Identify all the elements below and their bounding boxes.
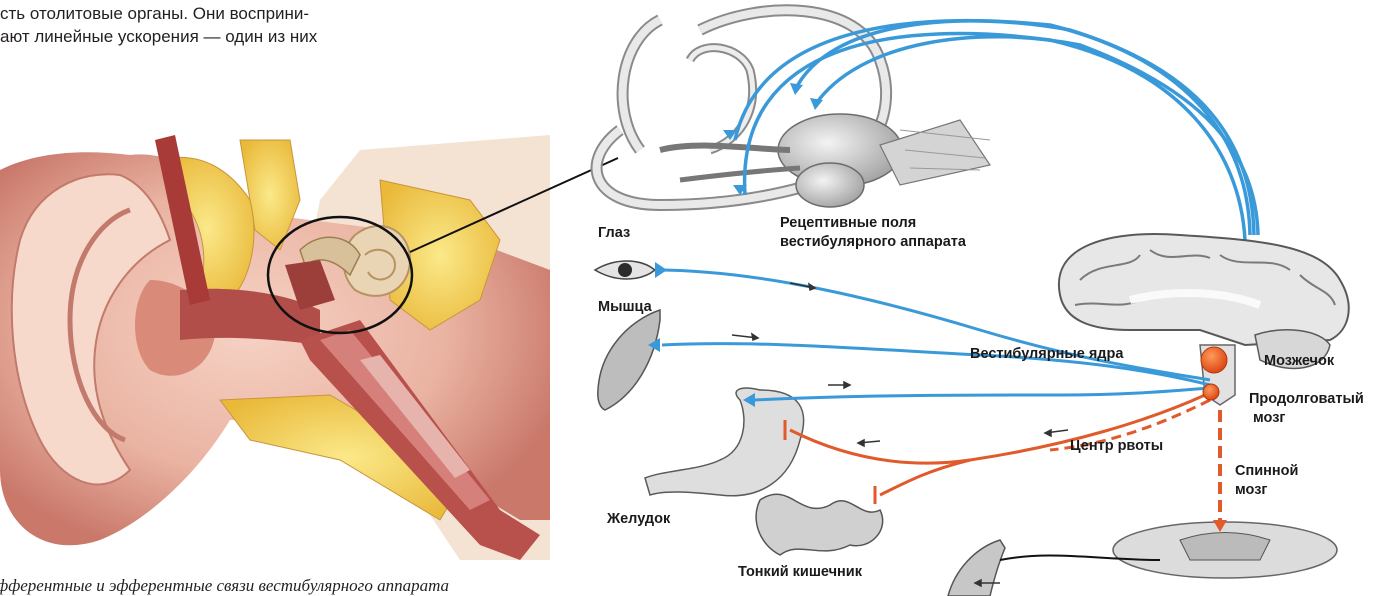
small-intestine-illustration — [756, 494, 883, 555]
muscle-illustration — [598, 310, 660, 410]
label-vestibular-nuclei: Вестибулярные ядра — [970, 345, 1123, 364]
ear-illustration — [0, 135, 618, 560]
label-small-intestine: Тонкий кишечник — [738, 563, 862, 582]
label-cerebellum: Мозжечок — [1264, 352, 1334, 371]
eye-illustration — [595, 261, 655, 279]
label-eye: Глаз — [598, 224, 630, 243]
figure-caption: Афферентные и эфферентные связи вестибул… — [0, 576, 449, 596]
label-receptive-fields: Рецептивные поля вестибулярного аппарата — [780, 214, 966, 252]
vestibular-apparatus-illustration — [597, 10, 990, 207]
spinal-muscle-illustration — [948, 540, 1005, 596]
label-muscle: Мышца — [598, 298, 652, 317]
label-spinal-cord: Спинной мозг — [1235, 462, 1298, 500]
label-medulla: Продолговатый мозг — [1249, 390, 1364, 428]
stomach-illustration — [645, 388, 804, 496]
spinal-cord-illustration — [1113, 522, 1337, 578]
label-vomit-center: Центр рвоты — [1070, 437, 1163, 456]
label-stomach: Желудок — [607, 510, 670, 529]
